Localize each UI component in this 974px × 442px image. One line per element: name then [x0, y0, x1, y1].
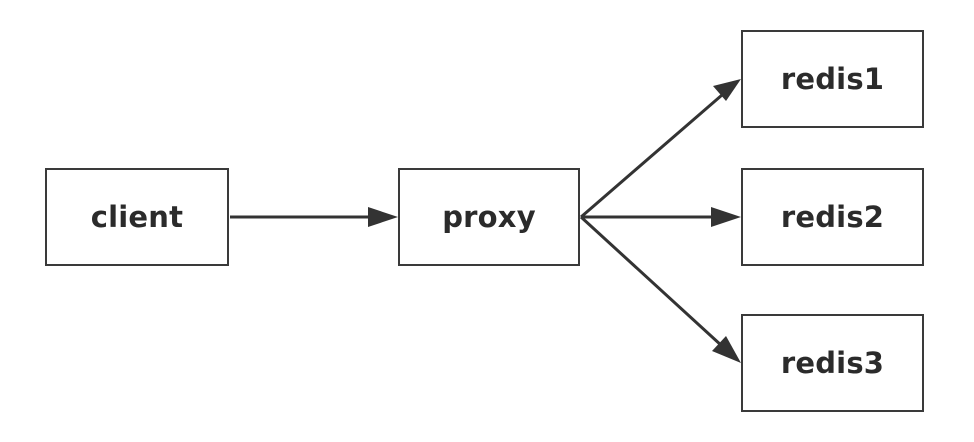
node-proxy: proxy — [398, 168, 580, 266]
edge-proxy-redis1 — [580, 79, 741, 219]
arrowhead-client-proxy — [368, 207, 398, 227]
edge-proxy-redis2 — [581, 207, 741, 227]
arrowhead-proxy-redis2 — [711, 207, 741, 227]
edge-client-proxy — [230, 207, 398, 227]
edge-proxy-redis3 — [579, 215, 741, 363]
node-redis2: redis2 — [741, 168, 924, 266]
node-redis3: redis3 — [741, 314, 924, 412]
node-redis1-label: redis1 — [780, 62, 885, 96]
arrowhead-proxy-redis3 — [712, 336, 741, 363]
node-redis1: redis1 — [741, 30, 924, 128]
node-client-label: client — [90, 200, 184, 234]
node-redis3-label: redis3 — [780, 346, 885, 380]
node-redis2-label: redis2 — [780, 200, 885, 234]
node-proxy-label: proxy — [442, 200, 536, 234]
arrowhead-proxy-redis1 — [713, 79, 741, 101]
node-client: client — [45, 168, 229, 266]
